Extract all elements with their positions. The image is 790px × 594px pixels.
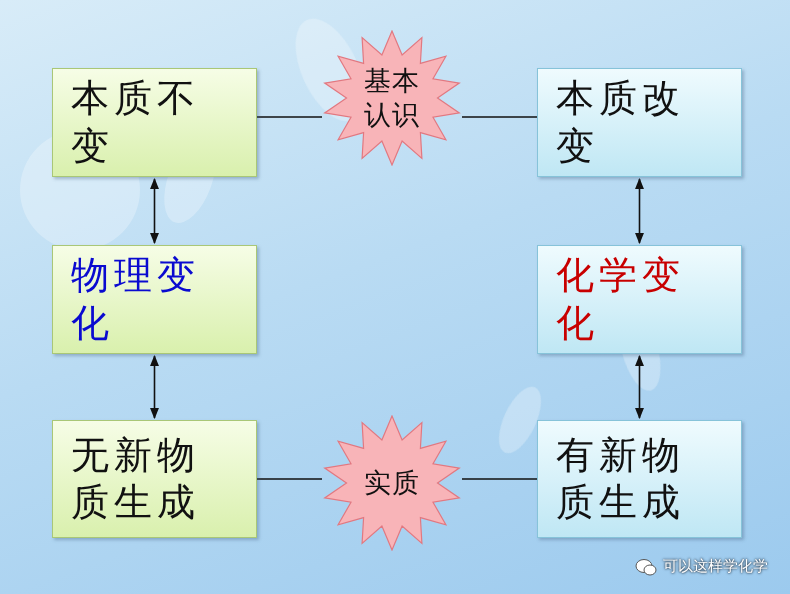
starburst-label: 实质: [322, 415, 462, 551]
node-text: 物理变化: [71, 252, 238, 347]
watermark: 可以这样学化学: [635, 557, 768, 576]
connector: [462, 116, 537, 118]
node-text: 本质改变: [556, 75, 723, 170]
node-text: 基本认识: [362, 64, 421, 132]
starburst-label: 基本认识: [322, 30, 462, 166]
change-box: 化学变化: [537, 245, 742, 354]
node-text: 化学变化: [556, 252, 723, 347]
node-text: 无新物质生成: [71, 432, 238, 527]
result-box: 有新物质生成: [537, 420, 742, 538]
watermark-text: 可以这样学化学: [663, 557, 768, 576]
connector: [639, 179, 641, 243]
connector: [154, 356, 156, 418]
starburst-shape: [325, 31, 460, 165]
connector: [257, 116, 322, 118]
concept-box: 本质改变: [537, 68, 742, 177]
connector: [257, 478, 322, 480]
starburst-outline: [322, 30, 462, 166]
result-box: 无新物质生成: [52, 420, 257, 538]
connector: [462, 478, 537, 480]
starburst-shape: [325, 416, 460, 550]
wechat-icon: [635, 558, 657, 576]
connector: [154, 179, 156, 243]
node-text: 本质不变: [71, 75, 238, 170]
concept-box: 本质不变: [52, 68, 257, 177]
node-text: 实质: [362, 466, 421, 500]
node-text: 有新物质生成: [556, 432, 723, 527]
change-box: 物理变化: [52, 245, 257, 354]
connector: [639, 356, 641, 418]
